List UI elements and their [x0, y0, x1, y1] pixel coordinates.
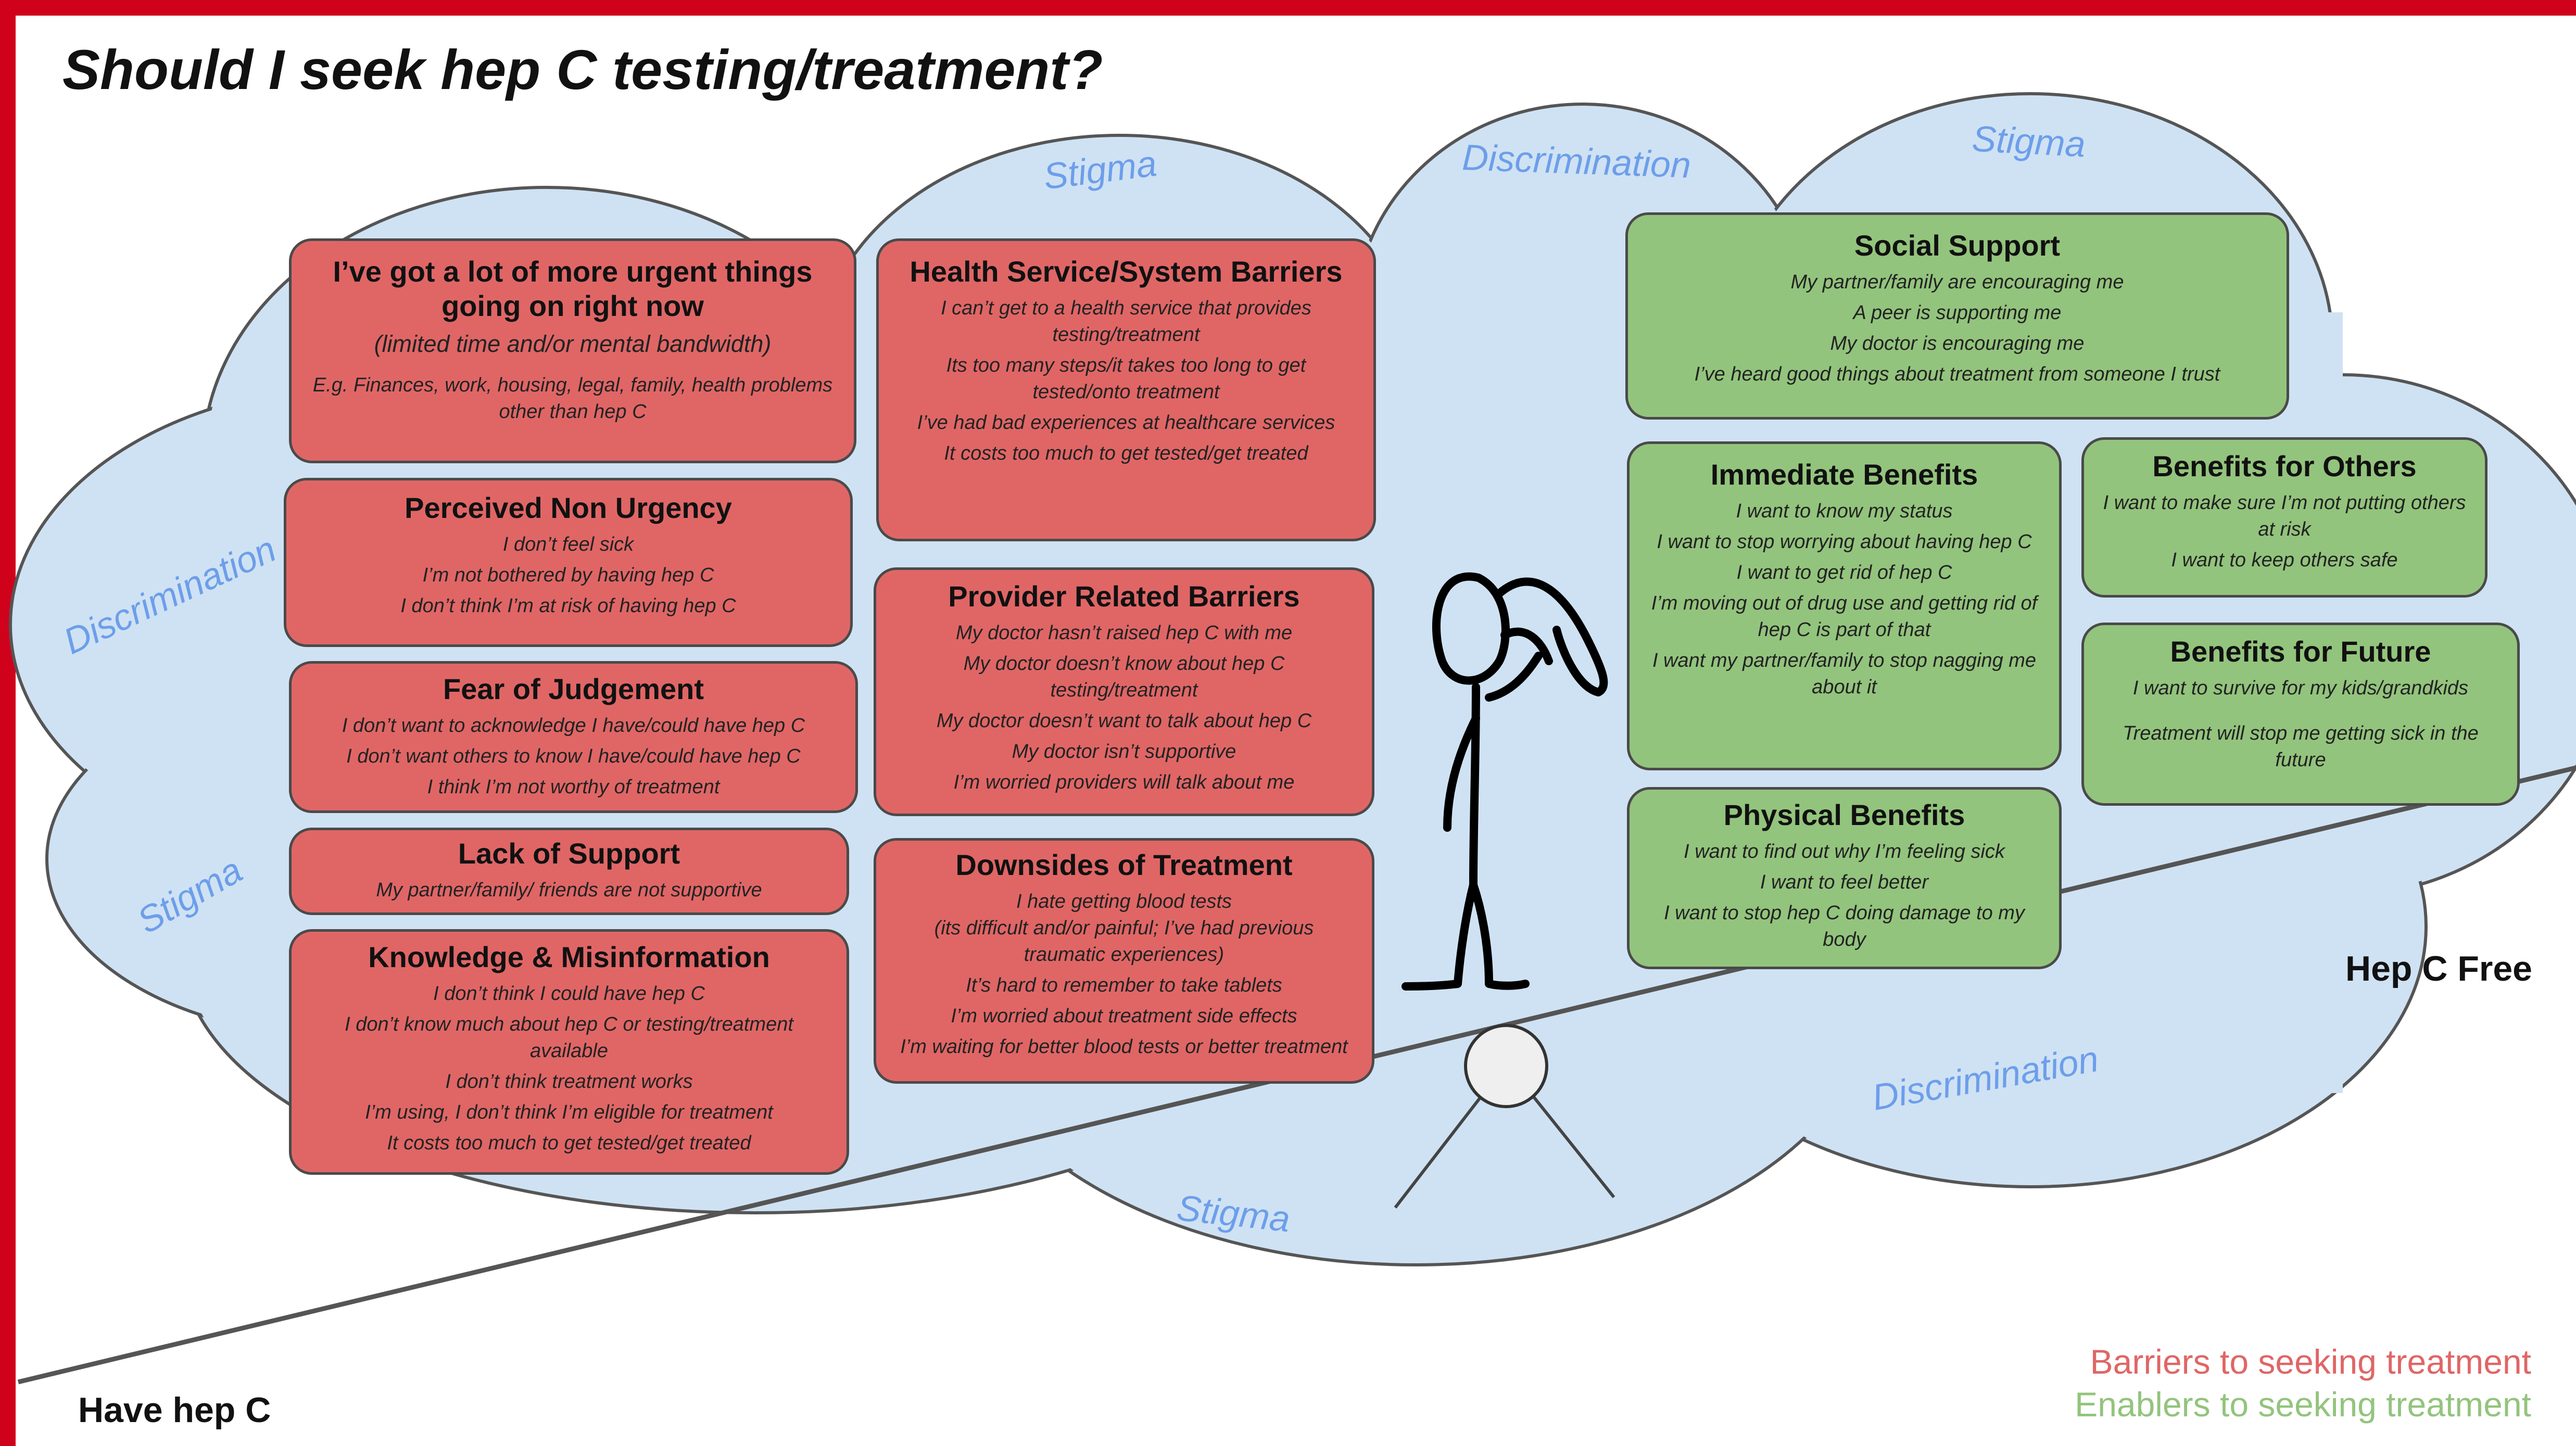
enabler-title-benefits-future: Benefits for Future: [2170, 635, 2431, 668]
enabler-item: I want my partner/family to stop nagging…: [1652, 650, 2037, 698]
enabler-item: A peer is supporting me: [1853, 302, 2062, 324]
enabler-title-benefits-others: Benefits for Others: [2152, 450, 2417, 483]
barrier-subtitle-urgent: (limited time and/or mental bandwidth): [374, 331, 772, 357]
frame-left-bar: [0, 0, 16, 1446]
barrier-item: I don’t think treatment works: [445, 1071, 693, 1093]
barrier-title-urgent: I’ve got a lot of more urgent things goi…: [333, 255, 813, 322]
enabler-item: I want to find out why I’m feeling sick: [1684, 841, 2005, 862]
barrier-item: I’m using, I don’t think I’m eligible fo…: [365, 1101, 773, 1123]
barrier-title-lack-of-support: Lack of Support: [458, 837, 680, 870]
barrier-item: My doctor isn’t supportive: [1012, 741, 1236, 763]
barrier-title-downsides: Downsides of Treatment: [955, 848, 1293, 881]
legend-enablers: Enablers to seeking treatment: [2075, 1385, 2531, 1424]
scale-label-hep-c-free: Hep C Free: [2345, 949, 2532, 988]
barrier-item: I don’t know much about hep C or testing…: [345, 1013, 793, 1062]
barrier-item: It costs too much to get tested/get trea…: [387, 1132, 751, 1154]
barrier-title-provider: Provider Related Barriers: [948, 580, 1300, 613]
enabler-item: I want to feel better: [1760, 871, 1929, 893]
enabler-item: I want to stop hep C doing damage to my …: [1664, 902, 2025, 950]
barrier-item: I can’t get to a health service that pro…: [941, 297, 1311, 346]
barrier-title-knowledge: Knowledge & Misinformation: [368, 941, 770, 973]
barrier-box-downsides: Downsides of Treatment I hate getting bl…: [874, 838, 1374, 1084]
barrier-title-judgement: Fear of Judgement: [443, 673, 704, 705]
frame-top-bar: [0, 0, 2576, 16]
page-title: Should I seek hep C testing/treatment?: [62, 38, 1103, 101]
enabler-item: Treatment will stop me getting sick in t…: [2123, 722, 2479, 771]
barrier-title-non-urgency: Perceived Non Urgency: [405, 491, 732, 524]
barrier-item: I’m waiting for better blood tests or be…: [900, 1036, 1348, 1058]
barrier-item: I don’t think I could have hep C: [433, 983, 705, 1005]
barrier-item: I think I’m not worthy of treatment: [427, 776, 720, 798]
barrier-item: My doctor doesn’t want to talk about hep…: [936, 710, 1312, 732]
barrier-box-system: Health Service/System Barriers I can’t g…: [876, 238, 1376, 541]
enabler-item: I want to keep others safe: [2171, 549, 2398, 571]
enabler-box-social-support: Social Support My partner/family are enc…: [1625, 212, 2289, 420]
barrier-box-non-urgency: Perceived Non Urgency I don’t feel sick …: [284, 478, 853, 647]
barrier-item: I’ve had bad experiences at healthcare s…: [917, 412, 1335, 434]
barrier-title-system: Health Service/System Barriers: [910, 255, 1343, 288]
barrier-item: I don’t think I’m at risk of having hep …: [400, 595, 736, 617]
barrier-box-provider: Provider Related Barriers My doctor hasn…: [874, 567, 1374, 816]
barrier-item: Its too many steps/it takes too long to …: [946, 354, 1306, 403]
enabler-item: I want to stop worrying about having hep…: [1657, 531, 2032, 553]
thinking-person-figure: [1401, 572, 1608, 991]
barrier-item: My doctor hasn’t raised hep C with me: [955, 622, 1293, 644]
enabler-item: I want to know my status: [1736, 500, 1953, 522]
enabler-item: My partner/family are encouraging me: [1790, 271, 2124, 293]
enabler-box-immediate-benefits: Immediate Benefits I want to know my sta…: [1627, 441, 2062, 770]
barrier-item: I don’t want others to know I have/could…: [346, 745, 801, 767]
barrier-item: It’s hard to remember to take tablets: [966, 974, 1282, 996]
barrier-box-lack-of-support: Lack of Support My partner/family/ frien…: [289, 828, 849, 915]
barrier-item: (its difficult and/or painful; I’ve had …: [934, 917, 1314, 966]
barrier-item: I’m not bothered by having hep C: [422, 564, 714, 586]
enabler-box-benefits-others: Benefits for Others I want to make sure …: [2081, 437, 2487, 598]
barrier-item: I hate getting blood tests: [1016, 891, 1232, 912]
enabler-box-physical-benefits: Physical Benefits I want to find out why…: [1627, 787, 2062, 969]
cloud-label-stigma-top-right: Stigma: [1971, 118, 2087, 165]
enabler-item: I want to make sure I’m not putting othe…: [2103, 492, 2466, 540]
barrier-item: It costs too much to get tested/get trea…: [944, 442, 1308, 464]
cloud-label-discrimination-top: Discrimination: [1461, 136, 1692, 186]
barrier-box-judgement: Fear of Judgement I don’t want to acknow…: [289, 661, 858, 813]
enabler-item: I want to get rid of hep C: [1736, 562, 1952, 584]
barrier-item: I don’t feel sick: [502, 534, 634, 555]
legend-barriers: Barriers to seeking treatment: [2090, 1342, 2531, 1381]
barrier-item: My doctor doesn’t know about hep C testi…: [963, 653, 1285, 701]
enabler-title-physical-benefits: Physical Benefits: [1723, 798, 1965, 831]
barrier-box-urgent: I’ve got a lot of more urgent things goi…: [289, 238, 856, 463]
enabler-item: I want to survive for my kids/grandkids: [2132, 677, 2469, 699]
enabler-title-social-support: Social Support: [1854, 229, 2061, 262]
barrier-item: E.g. Finances, work, housing, legal, fam…: [312, 374, 833, 423]
seesaw-fulcrum: [1394, 1024, 1615, 1209]
enabler-item: My doctor is encouraging me: [1830, 333, 2085, 354]
barrier-item: I don’t want to acknowledge I have/could…: [342, 715, 805, 737]
barrier-item: I’m worried about treatment side effects: [951, 1005, 1297, 1027]
scale-label-have-hep-c: Have hep C: [78, 1390, 271, 1430]
enabler-box-benefits-future: Benefits for Future I want to survive fo…: [2081, 623, 2520, 806]
enabler-title-immediate-benefits: Immediate Benefits: [1710, 458, 1978, 491]
enabler-item: I’m moving out of drug use and getting r…: [1651, 592, 2038, 641]
barrier-box-knowledge: Knowledge & Misinformation I don’t think…: [289, 929, 849, 1175]
barrier-item: I’m worried providers will talk about me: [953, 771, 1295, 793]
enabler-item: I’ve heard good things about treatment f…: [1694, 363, 2220, 385]
barrier-item: My partner/family/ friends are not suppo…: [376, 879, 762, 901]
